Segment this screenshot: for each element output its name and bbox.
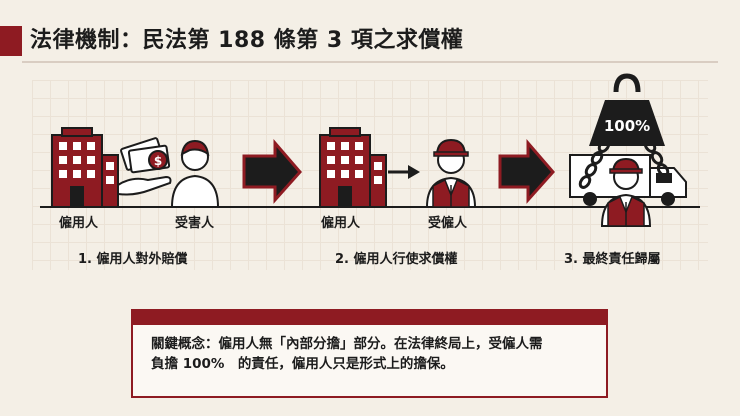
employee-person-icon-2 xyxy=(425,138,477,208)
key-concept-box: 關鍵概念：僱用人無「內部分擔」部分。在法律終局上，受僱人需 負擔 100% 的責… xyxy=(131,309,608,398)
building-icon-2 xyxy=(319,127,387,208)
small-arrow-head-icon xyxy=(408,165,420,179)
building-icon-1 xyxy=(51,127,119,208)
svg-text:$: $ xyxy=(154,154,162,168)
key-concept-header-bar xyxy=(133,311,606,325)
money-hand-icon: $ xyxy=(117,137,172,196)
weight-percentage-text: 100% xyxy=(604,117,650,135)
key-concept-line-2: 負擔 100% 的責任，僱用人只是形式上的擔保。 xyxy=(151,356,454,372)
title-accent-bar xyxy=(0,26,22,56)
key-concept-line-1: 關鍵概念：僱用人無「內部分擔」部分。在法律終局上，受僱人需 xyxy=(151,336,543,352)
victim-person-icon xyxy=(170,139,220,208)
label-employee-2: 受僱人 xyxy=(428,216,468,231)
step-label-2: 2. 僱用人行使求償權 xyxy=(335,252,458,267)
step-label-3: 3. 最終責任歸屬 xyxy=(564,252,661,267)
arrow-right-icon-2 xyxy=(498,138,555,204)
page-title: 法律機制：民法第 188 條第 3 項之求償權 xyxy=(30,28,464,53)
key-concept-text: 關鍵概念：僱用人無「內部分擔」部分。在法律終局上，受僱人需 負擔 100% 的責… xyxy=(133,325,606,374)
label-employer-2: 僱用人 xyxy=(321,216,361,231)
title-divider xyxy=(22,61,718,63)
employee-person-icon-3 xyxy=(600,157,652,227)
step-label-1: 1. 僱用人對外賠償 xyxy=(78,252,188,267)
arrow-right-icon-1 xyxy=(242,138,302,204)
weight-icon xyxy=(589,73,665,146)
label-victim: 受害人 xyxy=(175,216,215,231)
truck-icon xyxy=(569,154,687,206)
label-employer-1: 僱用人 xyxy=(59,216,99,231)
